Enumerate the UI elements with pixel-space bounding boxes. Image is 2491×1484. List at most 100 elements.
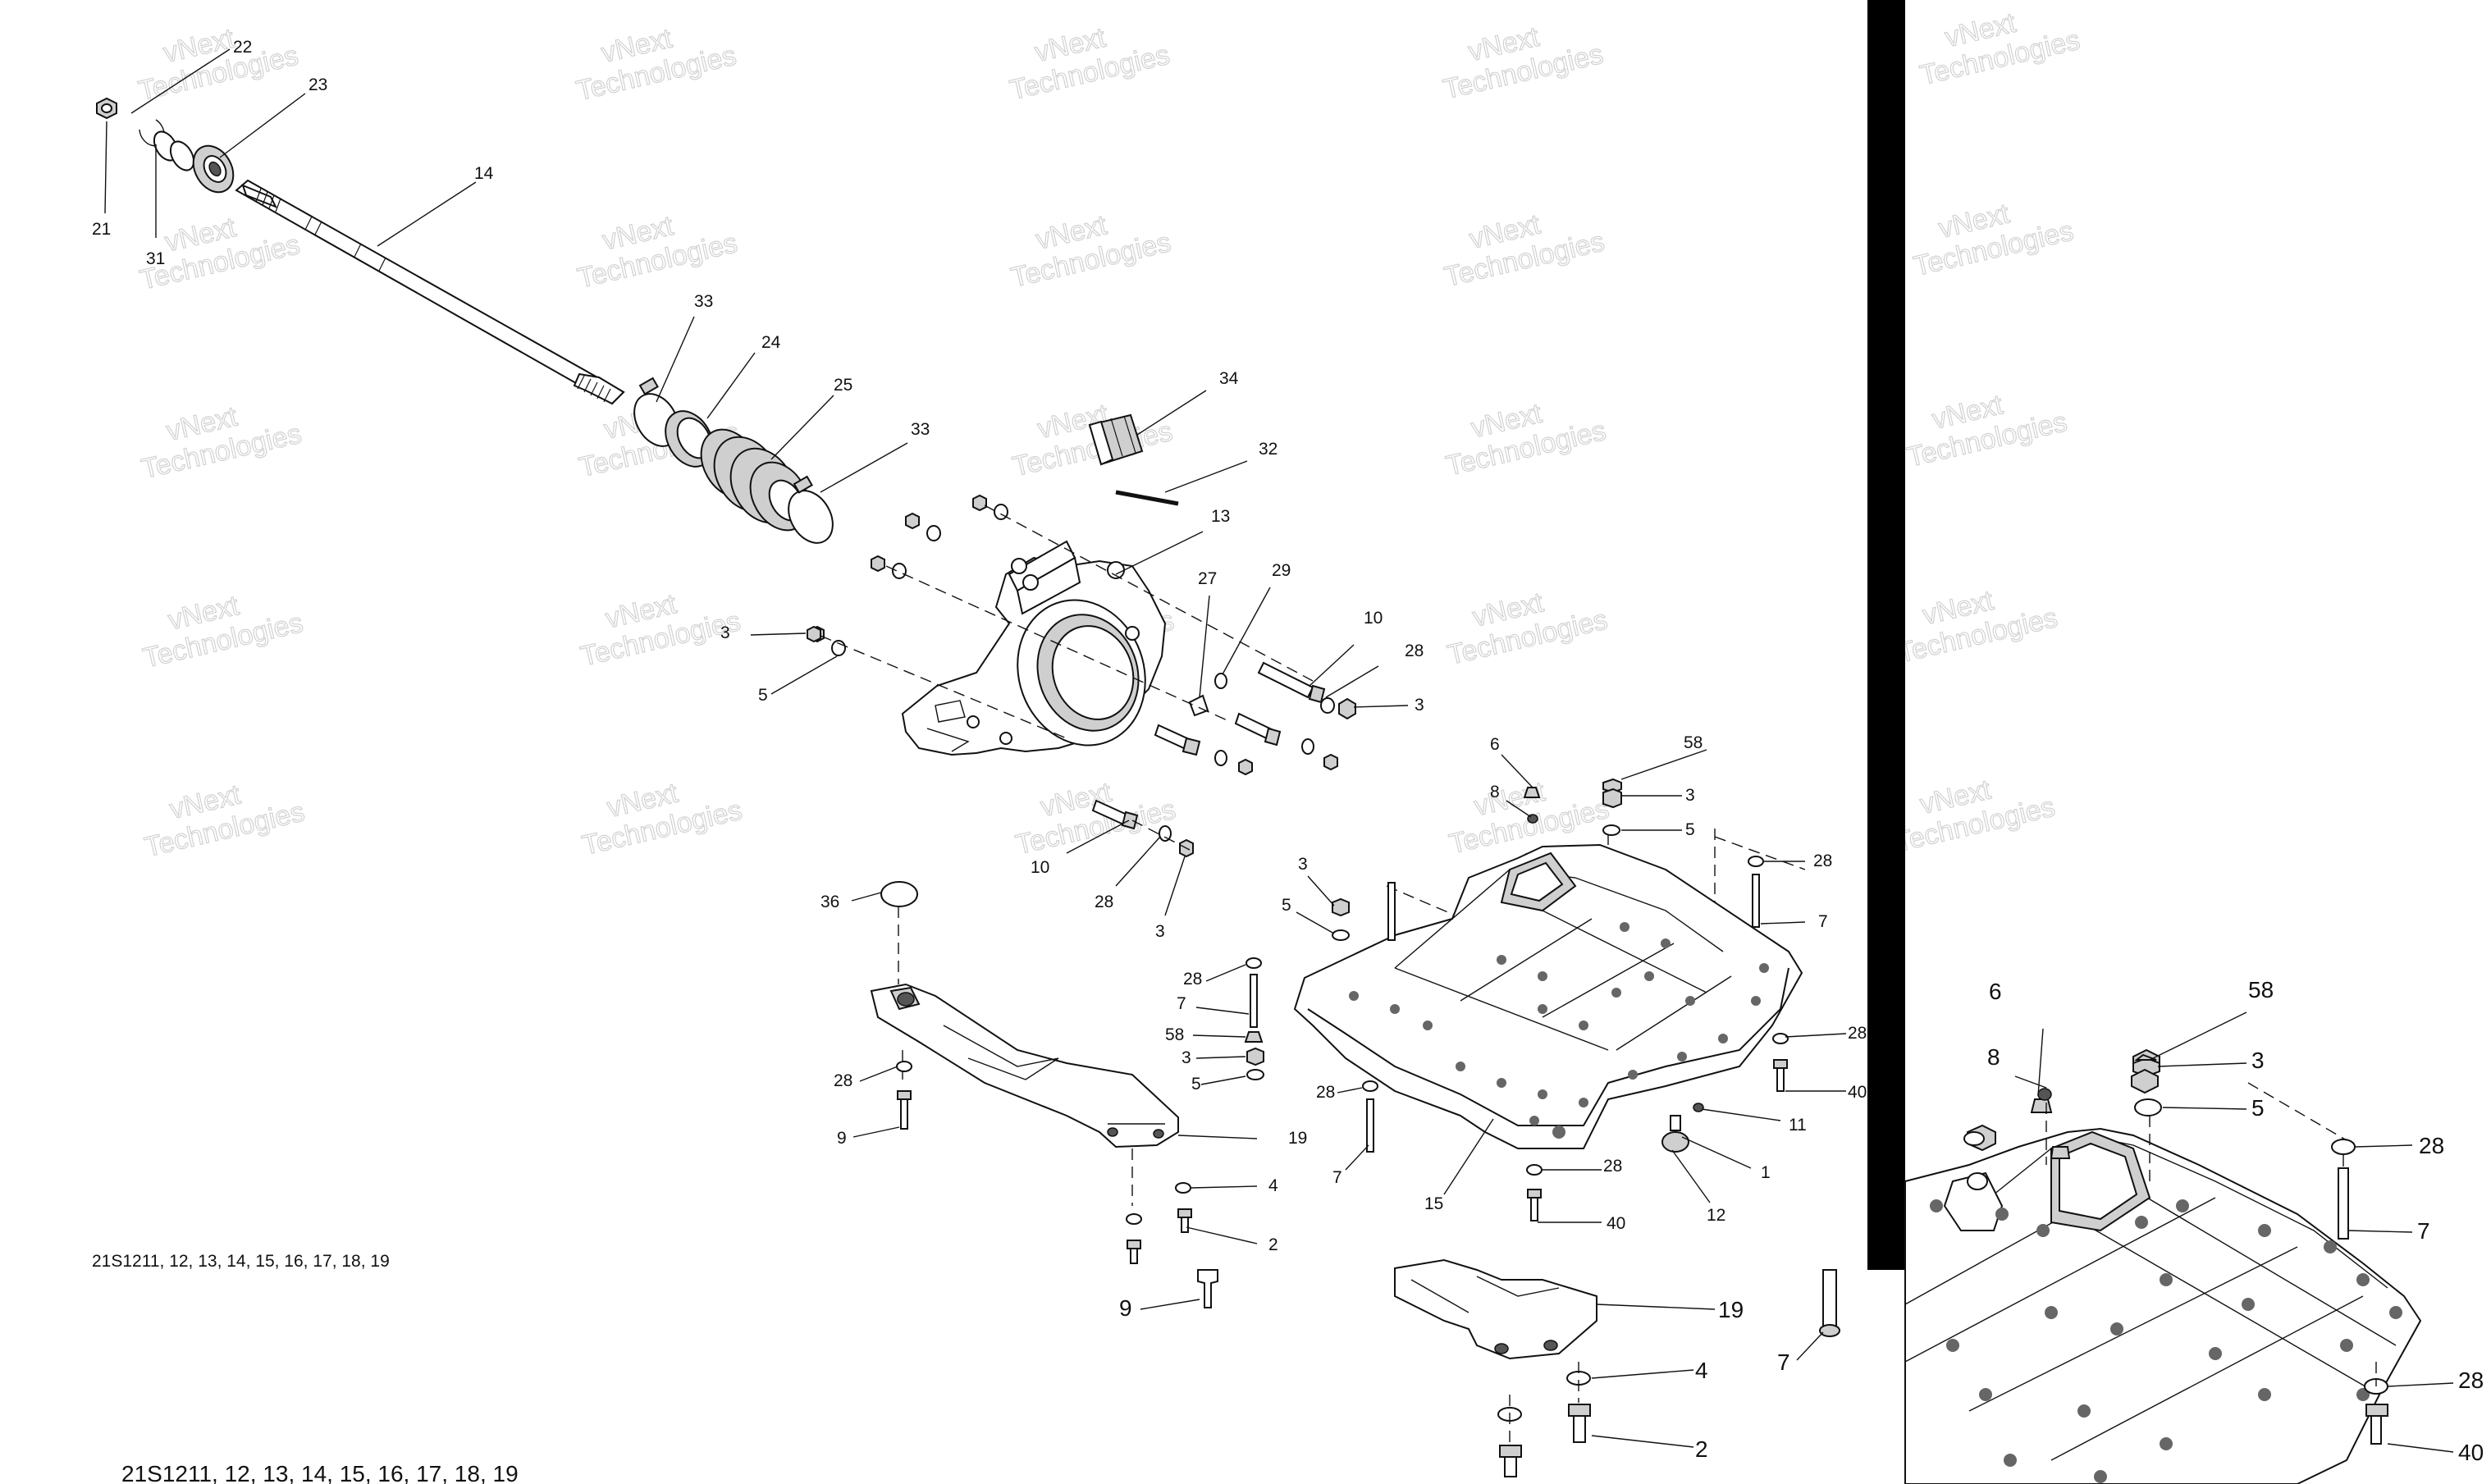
watermark: vNext Technologies xyxy=(1009,398,1176,483)
watermark: vNext Technologies xyxy=(139,589,306,674)
zoom-callout-6: 6 xyxy=(1989,979,2002,1004)
zoom-callouts-lower: 9 19 4 2 7 xyxy=(1119,1295,1790,1462)
watermark: vNext Technologies xyxy=(1440,21,1607,106)
callout-31: 31 xyxy=(146,249,165,268)
callout-5: 5 xyxy=(758,686,768,705)
zoom-callout-28: 28 xyxy=(2458,1368,2484,1393)
watermark: vNext Technologies xyxy=(1442,397,1609,482)
watermark: vNext Technologies xyxy=(1904,388,2070,473)
zoom-detail-right xyxy=(1904,1011,2454,1484)
watermark: vNext Technologies xyxy=(1008,209,1174,295)
zoom-callout-3: 3 xyxy=(2251,1048,2265,1073)
callout-28: 28 xyxy=(834,1071,852,1090)
callout-14: 14 xyxy=(474,164,494,183)
zoom-callout-58: 58 xyxy=(2248,977,2274,1002)
callout-15: 15 xyxy=(1424,1194,1443,1213)
callout-29: 29 xyxy=(1272,561,1291,580)
callout-3: 3 xyxy=(1298,855,1308,874)
seal-23 xyxy=(192,144,235,194)
callout-1: 1 xyxy=(1761,1163,1771,1182)
zoom-callout-19: 19 xyxy=(1718,1297,1744,1322)
zoom-callout-7: 7 xyxy=(1777,1349,1790,1375)
housing-13 xyxy=(901,540,1167,756)
callout-4: 4 xyxy=(1268,1176,1278,1195)
callout-5: 5 xyxy=(1282,896,1291,915)
watermark: vNext Technologies xyxy=(1917,7,2083,92)
zoom-skid-bolts xyxy=(1930,1199,2402,1483)
zoom-callout-2: 2 xyxy=(1695,1436,1708,1462)
callout-58: 58 xyxy=(1165,1025,1184,1044)
watermark: vNext Technologies xyxy=(141,779,308,864)
zoom-callout-5: 5 xyxy=(2251,1095,2265,1121)
watermark: vNext Technologies xyxy=(578,587,744,673)
skid-plate-15 xyxy=(1293,843,1803,1149)
callout-28: 28 xyxy=(1095,893,1113,911)
callout-11: 11 xyxy=(1789,1116,1807,1135)
callout-5: 5 xyxy=(1191,1075,1201,1094)
watermark: vNext Technologies xyxy=(138,400,304,486)
leader-lines xyxy=(104,48,1847,1244)
callout-10: 10 xyxy=(1031,858,1049,877)
callout-13: 13 xyxy=(1211,507,1230,526)
watermark: vNext Technologies xyxy=(1007,21,1173,107)
callout-9: 9 xyxy=(837,1129,847,1148)
callout-8: 8 xyxy=(1490,783,1500,801)
callout-23: 23 xyxy=(309,75,327,94)
callout-3: 3 xyxy=(1155,922,1165,941)
callout-25: 25 xyxy=(834,376,852,395)
reference-code: 21S1211, 12, 13, 14, 15, 16, 17, 18, 19 xyxy=(92,1252,390,1271)
callout-22: 22 xyxy=(233,38,252,57)
callout-labels: 21 22 23 31 14 33 24 25 33 34 32 13 27 2… xyxy=(92,38,1867,1254)
zoom-callout-9: 9 xyxy=(1119,1295,1132,1321)
zoom-callout-40: 40 xyxy=(2458,1440,2484,1465)
callout-34: 34 xyxy=(1219,369,1239,388)
callout-40: 40 xyxy=(1848,1083,1867,1102)
callout-33: 33 xyxy=(911,420,930,439)
fasteners-main xyxy=(807,625,1789,1264)
zoom-callouts-right: 6 8 58 3 5 28 7 28 40 xyxy=(1987,977,2484,1465)
watermark: vNext Technologies xyxy=(578,777,745,862)
zoom-detail-lower xyxy=(1140,1258,1840,1477)
callout-6: 6 xyxy=(1490,735,1500,754)
callout-40: 40 xyxy=(1607,1214,1625,1233)
divider-bar xyxy=(1867,0,1905,1270)
callout-28: 28 xyxy=(1603,1157,1622,1176)
watermark: vNext Technologies xyxy=(1012,776,1179,861)
callout-58: 58 xyxy=(1684,733,1703,752)
callout-3: 3 xyxy=(1685,786,1695,805)
zoom-callout-4: 4 xyxy=(1695,1358,1708,1383)
callout-28: 28 xyxy=(1813,852,1832,870)
callout-7: 7 xyxy=(1177,994,1186,1013)
callout-21: 21 xyxy=(92,220,111,239)
skid-plate-bolts xyxy=(1349,922,1769,1139)
watermark: vNext Technologies xyxy=(1444,587,1611,672)
clamp-33b xyxy=(788,475,834,544)
shaft-14 xyxy=(235,179,625,405)
plug-36 xyxy=(880,881,918,907)
callout-28: 28 xyxy=(1405,642,1424,660)
watermark: vNext Technologies xyxy=(1910,198,2077,283)
callout-12: 12 xyxy=(1707,1206,1725,1225)
callout-24: 24 xyxy=(761,333,781,352)
watermark: vNext Technologies xyxy=(573,22,739,107)
zoom-callout-7: 7 xyxy=(2417,1218,2430,1244)
callout-32: 32 xyxy=(1259,440,1277,459)
callout-28: 28 xyxy=(1316,1083,1335,1102)
callout-33: 33 xyxy=(694,292,713,311)
rail-support-19 xyxy=(870,983,1179,1148)
assembly-lines xyxy=(820,505,1806,1206)
callout-3: 3 xyxy=(1415,696,1424,715)
callout-28: 28 xyxy=(1848,1024,1867,1043)
zoom-callout-28: 28 xyxy=(2419,1133,2444,1158)
callout-27: 27 xyxy=(1198,569,1217,588)
pin-32 xyxy=(1115,490,1179,506)
callout-3: 3 xyxy=(720,623,730,642)
watermark: vNext Technologies xyxy=(135,22,302,107)
zoom-callout-8: 8 xyxy=(1987,1044,2000,1070)
callout-10: 10 xyxy=(1364,609,1383,628)
watermark: vNext Technologies xyxy=(574,209,741,295)
callout-28: 28 xyxy=(1183,970,1202,989)
watermark: vNext Technologies xyxy=(1895,584,2061,669)
watermark: vNext Technologies xyxy=(1892,774,2059,859)
